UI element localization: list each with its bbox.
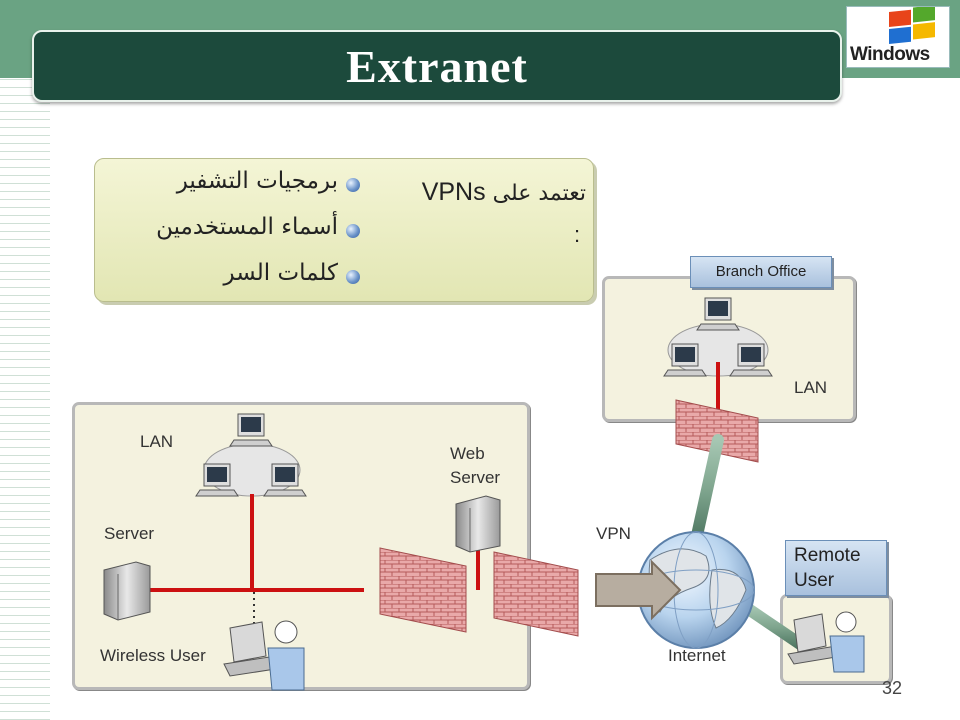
title-bar: Extranet bbox=[32, 30, 842, 102]
list-item-label: كلمات السر bbox=[223, 260, 338, 286]
list-item: كلمات السر bbox=[110, 260, 360, 300]
branch-office-tag: Branch Office bbox=[690, 256, 832, 288]
internet-label: Internet bbox=[668, 646, 726, 665]
computer-icon bbox=[229, 413, 273, 447]
page-number: 32 bbox=[882, 678, 903, 698]
wireless-user-label: Wireless User bbox=[100, 646, 206, 665]
bullet-icon bbox=[346, 270, 360, 284]
list-item-label: برمجيات التشفير bbox=[176, 168, 338, 194]
server-label: Server bbox=[104, 524, 155, 543]
remote-tunnel bbox=[738, 600, 812, 654]
vpn-heading: تعتمد على VPNs bbox=[380, 178, 586, 207]
computer-icon bbox=[696, 297, 740, 331]
remote-user-icon bbox=[787, 611, 865, 673]
web-server-icon bbox=[455, 495, 501, 553]
remote-user-tag: Remote User bbox=[785, 540, 887, 596]
vpn-label: VPN bbox=[596, 524, 631, 543]
firewall-icon bbox=[379, 547, 467, 633]
list-item: برمجيات التشفير bbox=[110, 168, 360, 208]
firewall-icon bbox=[493, 551, 579, 637]
main-lan-group bbox=[195, 413, 307, 497]
windows-logo: Windows bbox=[846, 5, 950, 68]
bullet-icon bbox=[346, 224, 360, 238]
windows-flag-icon bbox=[889, 5, 935, 44]
internet-globe-icon bbox=[637, 531, 755, 649]
main-lan-label: LAN bbox=[140, 432, 174, 451]
branch-lan-group bbox=[663, 297, 773, 412]
list-item: أسماء المستخدمين bbox=[110, 214, 360, 254]
vpn-heading-arabic: تعتمد على bbox=[492, 181, 586, 206]
vpn-requirements-box bbox=[94, 158, 594, 302]
branch-tunnel bbox=[690, 434, 724, 546]
branch-lan-label: LAN bbox=[794, 378, 828, 397]
left-decorative-strip bbox=[0, 78, 50, 720]
windows-logo-text: Windows bbox=[850, 44, 930, 65]
vpn-heading-latin: VPNs bbox=[421, 178, 486, 206]
wireless-user-icon bbox=[223, 620, 305, 691]
slide-title: Extranet bbox=[346, 40, 528, 92]
server-icon bbox=[103, 561, 151, 621]
vpn-heading-colon: : bbox=[574, 222, 581, 247]
list-item-label: أسماء المستخدمين bbox=[156, 214, 338, 240]
bullet-icon bbox=[346, 178, 360, 192]
branch-firewall-icon bbox=[675, 399, 759, 463]
web-server-label: Web Server bbox=[450, 444, 501, 487]
vpn-arrow-icon bbox=[595, 559, 682, 621]
